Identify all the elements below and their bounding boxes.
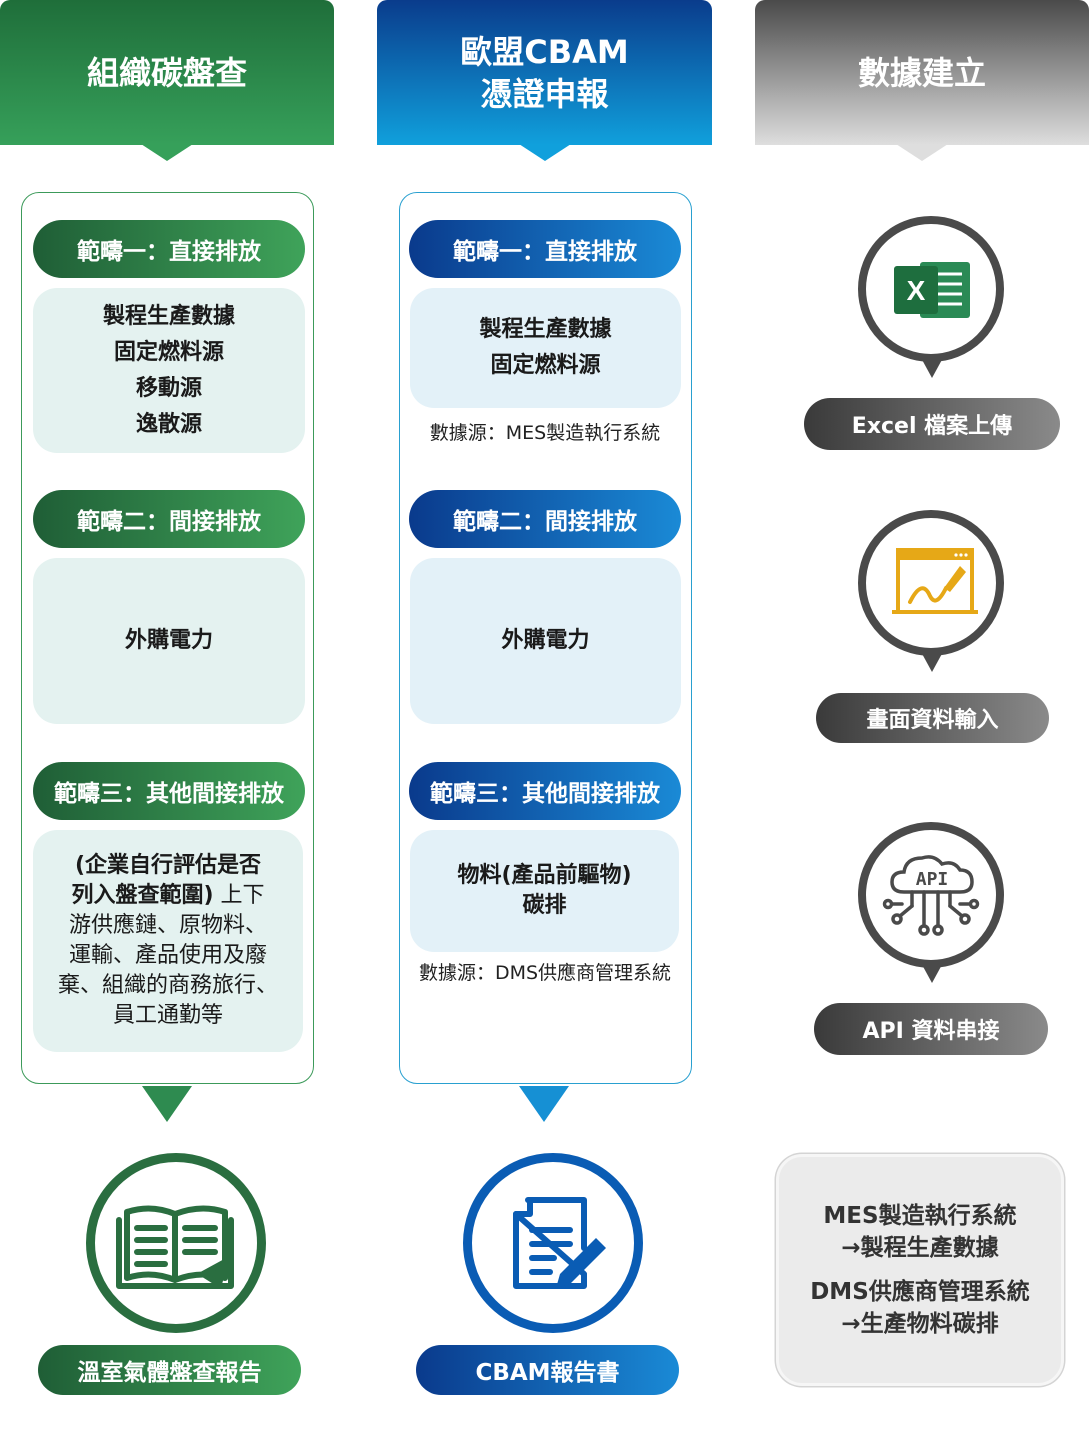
note-line: →生產物料碳排 [841, 1311, 999, 1337]
inventory-scope3-box: (企業自行評估是否 列入盤查範圍) 上下 游供應鏈、原物料、 運輸、產品使用及廢… [33, 830, 303, 1052]
header-cbam: 歐盟CBAM 憑證申報 [377, 0, 712, 161]
api-icon-text: API [916, 869, 949, 890]
excel-icon: X [894, 262, 970, 318]
inventory-scope3-line: 棄、組織的商務旅行、 [57, 973, 278, 998]
cbam-result-label: CBAM報告書 [475, 1360, 620, 1386]
inventory-scope3-line: 運輸、產品使用及廢 [68, 943, 267, 968]
data-source-note: MES製造執行系統 →製程生產數據 DMS供應商管理系統 →生產物料碳排 [776, 1154, 1064, 1386]
screen-input-pill: 畫面資料輸入 [816, 693, 1049, 743]
excel-upload-pill: Excel 檔案上傳 [804, 398, 1060, 450]
cbam-scope2-label: 範疇二：間接排放 [453, 509, 637, 535]
cbam-scope3-label: 範疇三：其他間接排放 [430, 781, 660, 807]
cbam-result-pill: CBAM報告書 [416, 1345, 679, 1395]
screen-input-icon [892, 548, 978, 614]
cbam-scope3-source: 數據源：DMS供應商管理系統 [418, 962, 672, 984]
header-arrow [896, 144, 948, 161]
inventory-scope1-item: 固定燃料源 [113, 339, 224, 365]
cbam-scope1-box: 製程生產數據 固定燃料源 [410, 288, 681, 408]
inventory-scope3-label: 範疇三：其他間接排放 [54, 781, 284, 807]
note-line: MES製造執行系統 [823, 1203, 1017, 1229]
inventory-scope1-item: 移動源 [135, 375, 202, 401]
document-edit-icon [513, 1197, 606, 1289]
excel-upload-label: Excel 檔案上傳 [851, 414, 1013, 439]
inventory-scope1-box: 製程生產數據 固定燃料源 移動源 逸散源 [33, 288, 305, 453]
header-inventory-title: 組織碳盤查 [86, 53, 247, 92]
header-arrow [518, 144, 571, 161]
cbam-scope2-item: 外購電力 [501, 628, 590, 653]
inventory-result-pill: 溫室氣體盤查報告 [38, 1345, 301, 1395]
cbam-scope3-box: 物料(產品前驅物) 碳排 [410, 830, 679, 952]
inventory-result-circle [86, 1153, 266, 1333]
inventory-scope2-pill: 範疇二：間接排放 [33, 490, 305, 548]
note-line: DMS供應商管理系統 [810, 1279, 1030, 1305]
inventory-scope1-label: 範疇一：直接排放 [77, 239, 261, 265]
api-label: API 資料串接 [862, 1019, 1000, 1044]
cbam-scope1-label: 範疇一：直接排放 [453, 239, 637, 265]
header-data-title: 數據建立 [857, 53, 986, 92]
header-data: 數據建立 [755, 0, 1089, 161]
cbam-scope2-pill: 範疇二：間接排放 [409, 490, 681, 548]
header-inventory: 組織碳盤查 [0, 0, 334, 161]
cbam-scope3-item: 碳排 [522, 893, 567, 918]
screen-input-pin [858, 510, 1004, 656]
inventory-scope3-inline: 上下 [213, 883, 265, 908]
cbam-down-arrow [519, 1086, 569, 1122]
book-icon [116, 1205, 234, 1289]
header-cbam-title-line1: 歐盟CBAM [460, 32, 629, 71]
inventory-scope1-item: 逸散源 [135, 411, 202, 437]
inventory-scope3-pill: 範疇三：其他間接排放 [33, 762, 305, 820]
header-cbam-title-line2: 憑證申報 [480, 74, 609, 113]
excel-pin: X [858, 216, 1004, 362]
excel-icon-letter: X [907, 275, 926, 306]
header-arrow [141, 144, 193, 161]
cbam-scope1-item: 固定燃料源 [490, 353, 601, 378]
cbam-scope3-item: 物料(產品前驅物) [457, 863, 632, 888]
api-pin-tail [920, 961, 944, 983]
cbam-result-circle [463, 1153, 643, 1333]
api-cloud-icon: API [882, 855, 980, 936]
inventory-scope2-box: 外購電力 [33, 558, 305, 724]
inventory-scope1-pill: 範疇一：直接排放 [33, 220, 305, 278]
inventory-scope3-line: 游供應鏈、原物料、 [68, 913, 267, 938]
cbam-scope1-source: 數據源：MES製造執行系統 [429, 422, 661, 444]
api-pill: API 資料串接 [814, 1003, 1048, 1055]
inventory-scope2-label: 範疇二：間接排放 [77, 509, 261, 535]
inventory-scope3-line: 員工通勤等 [112, 1003, 223, 1028]
cbam-scope1-pill: 範疇一：直接排放 [409, 220, 681, 278]
inventory-scope3-bold-line: (企業自行評估是否 [74, 853, 262, 878]
inventory-scope2-item: 外購電力 [124, 628, 213, 653]
inventory-down-arrow [142, 1086, 192, 1122]
cbam-scope1-item: 製程生產數據 [479, 317, 612, 342]
inventory-result-label: 溫室氣體盤查報告 [77, 1360, 262, 1386]
note-line: →製程生產數據 [841, 1235, 999, 1261]
cbam-scope3-pill: 範疇三：其他間接排放 [409, 762, 681, 820]
inventory-scope1-item: 製程生產數據 [102, 303, 235, 329]
screen-input-label: 畫面資料輸入 [866, 708, 999, 733]
api-pin: API [858, 822, 1004, 968]
screen-input-pin-tail [920, 650, 944, 672]
inventory-scope3-bold-line: 列入盤查範圍) [71, 883, 214, 908]
cbam-scope2-box: 外購電力 [410, 558, 681, 724]
excel-pin-tail [920, 356, 944, 378]
